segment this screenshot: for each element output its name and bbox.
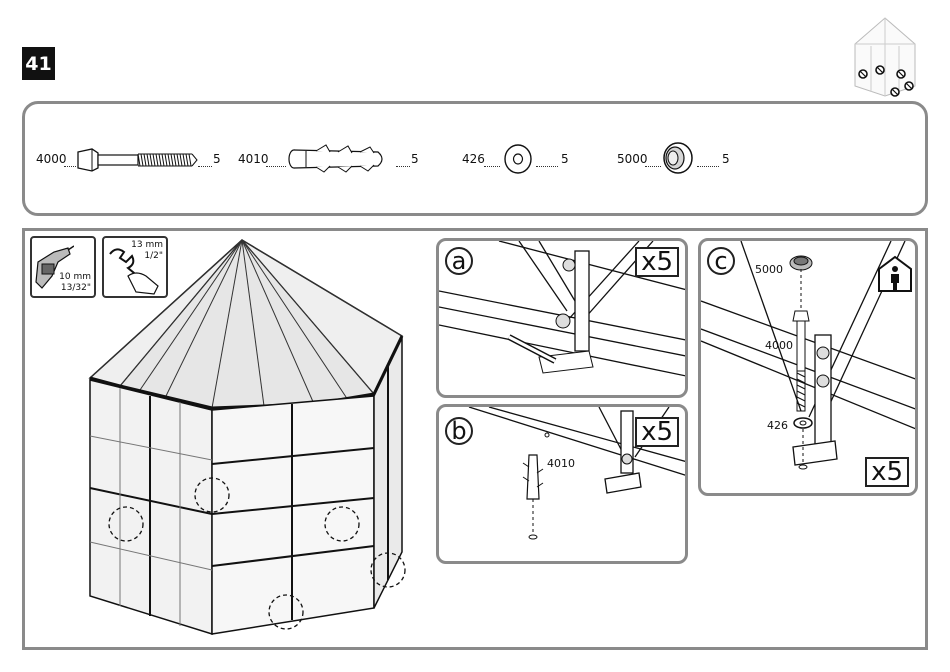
cap-5000-icon	[661, 140, 695, 176]
panel-b-label: b	[445, 417, 473, 445]
part-qty-5000: 5	[722, 152, 730, 166]
panel-b-multiplier: x5	[635, 417, 679, 447]
washer-426-icon	[502, 143, 534, 175]
part-qty-426: 5	[561, 152, 569, 166]
part-code-4010: 4010	[238, 152, 269, 166]
panel-c-label: c	[707, 247, 735, 275]
panel-c-multiplier: x5	[865, 457, 909, 487]
panel-c-label-426: 426	[767, 419, 788, 432]
detail-panel-a: a x5	[436, 238, 688, 398]
part-code-426: 426	[462, 152, 485, 166]
part-qty-4000: 5	[213, 152, 221, 166]
panel-a-label: a	[445, 247, 473, 275]
part-code-5000: 5000	[617, 152, 648, 166]
panel-c-label-5000: 5000	[755, 263, 783, 276]
greenhouse-thumbnail	[847, 14, 923, 98]
anchor-4010-icon	[286, 143, 396, 173]
panel-b-part-label: 4010	[547, 457, 575, 470]
person-indoor-icon	[877, 255, 913, 293]
part-qty-4010: 5	[411, 152, 419, 166]
bolt-4000-icon	[76, 146, 202, 174]
step-number: 41	[22, 47, 55, 80]
detail-panel-b: b x5 4010	[436, 404, 688, 564]
detail-panel-c: c 5000 4000 426 x5	[698, 238, 918, 496]
panel-c-label-4000: 4000	[765, 339, 793, 352]
greenhouse-illustration	[80, 236, 420, 640]
panel-a-multiplier: x5	[635, 247, 679, 277]
part-code-4000: 4000	[36, 152, 67, 166]
